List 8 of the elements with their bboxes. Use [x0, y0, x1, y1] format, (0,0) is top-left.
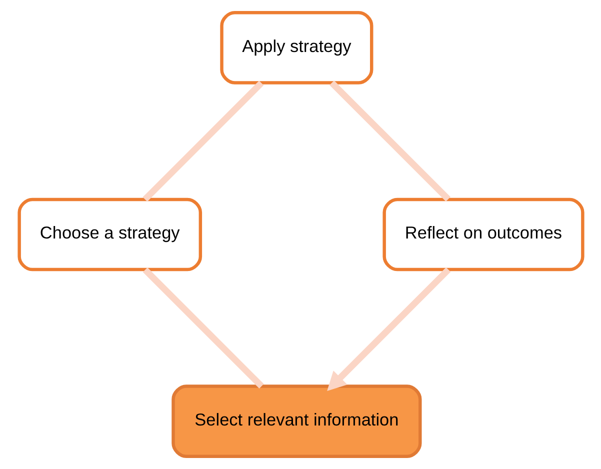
node-box: Reflect on outcomes — [382, 198, 584, 272]
arrow — [326, 267, 450, 391]
connector — [142, 80, 264, 202]
connector — [329, 80, 450, 202]
connector — [142, 268, 264, 388]
node-box: Select relevant information — [171, 384, 422, 458]
node-box: Choose a strategy — [17, 198, 202, 272]
node-box: Apply strategy — [220, 11, 373, 84]
